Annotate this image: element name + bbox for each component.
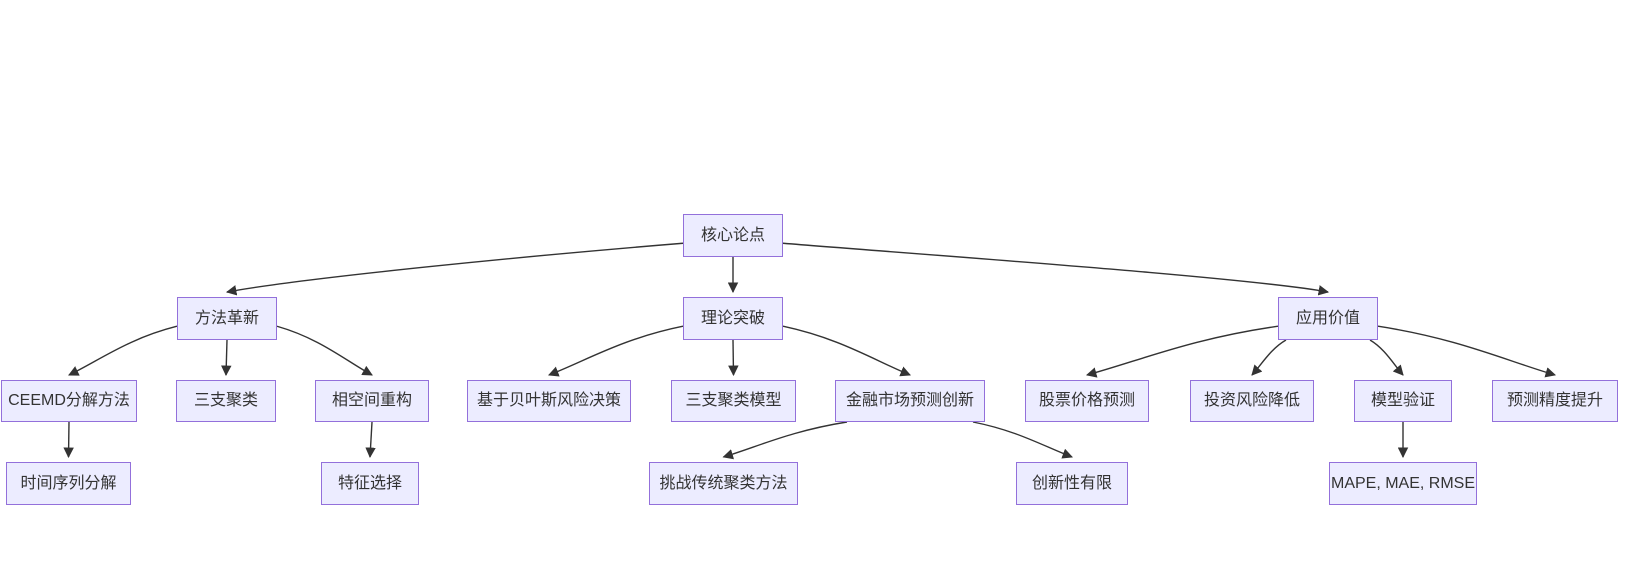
node-method: 方法革新 — [177, 297, 277, 340]
node-phase: 相空间重构 — [315, 380, 429, 422]
node-label: 模型验证 — [1370, 392, 1435, 410]
node-label: 三支聚类 — [193, 392, 258, 410]
node-label: 特征选择 — [337, 474, 402, 492]
node-core: 核心论点 — [683, 214, 783, 257]
node-label: 股票价格预测 — [1038, 392, 1135, 410]
node-label: 创新性有限 — [1031, 474, 1112, 492]
node-label: CEEMD分解方法 — [8, 392, 130, 410]
node-twcmodel: 三支聚类模型 — [671, 380, 796, 422]
node-label: 三支聚类模型 — [685, 392, 782, 410]
node-invest: 投资风险降低 — [1190, 380, 1314, 422]
node-value: 应用价值 — [1278, 297, 1378, 340]
node-theory: 理论突破 — [683, 297, 783, 340]
node-challenge: 挑战传统聚类方法 — [649, 462, 798, 505]
node-label: 投资风险降低 — [1203, 392, 1300, 410]
node-label: 基于贝叶斯风险决策 — [476, 392, 621, 410]
node-label: 金融市场预测创新 — [845, 392, 974, 410]
node-label: 相空间重构 — [331, 392, 412, 410]
node-label: 时间序列分解 — [20, 474, 117, 492]
node-label: 预测精度提升 — [1506, 392, 1603, 410]
node-limited: 创新性有限 — [1016, 462, 1128, 505]
node-metrics: MAPE, MAE, RMSE — [1329, 462, 1477, 505]
node-label: 核心论点 — [700, 226, 765, 244]
node-label: 理论突破 — [700, 309, 765, 327]
node-feature: 特征选择 — [321, 462, 419, 505]
node-stock: 股票价格预测 — [1025, 380, 1149, 422]
node-threeway: 三支聚类 — [176, 380, 276, 422]
node-label: MAPE, MAE, RMSE — [1330, 474, 1476, 492]
node-validate: 模型验证 — [1354, 380, 1452, 422]
node-tsdecomp: 时间序列分解 — [6, 462, 131, 505]
node-accuracy: 预测精度提升 — [1492, 380, 1618, 422]
node-finance: 金融市场预测创新 — [835, 380, 985, 422]
node-label: 应用价值 — [1295, 309, 1360, 327]
node-ceemd: CEEMD分解方法 — [1, 380, 137, 422]
node-label: 挑战传统聚类方法 — [659, 474, 788, 492]
node-bayes: 基于贝叶斯风险决策 — [467, 380, 631, 422]
node-label: 方法革新 — [194, 309, 259, 327]
